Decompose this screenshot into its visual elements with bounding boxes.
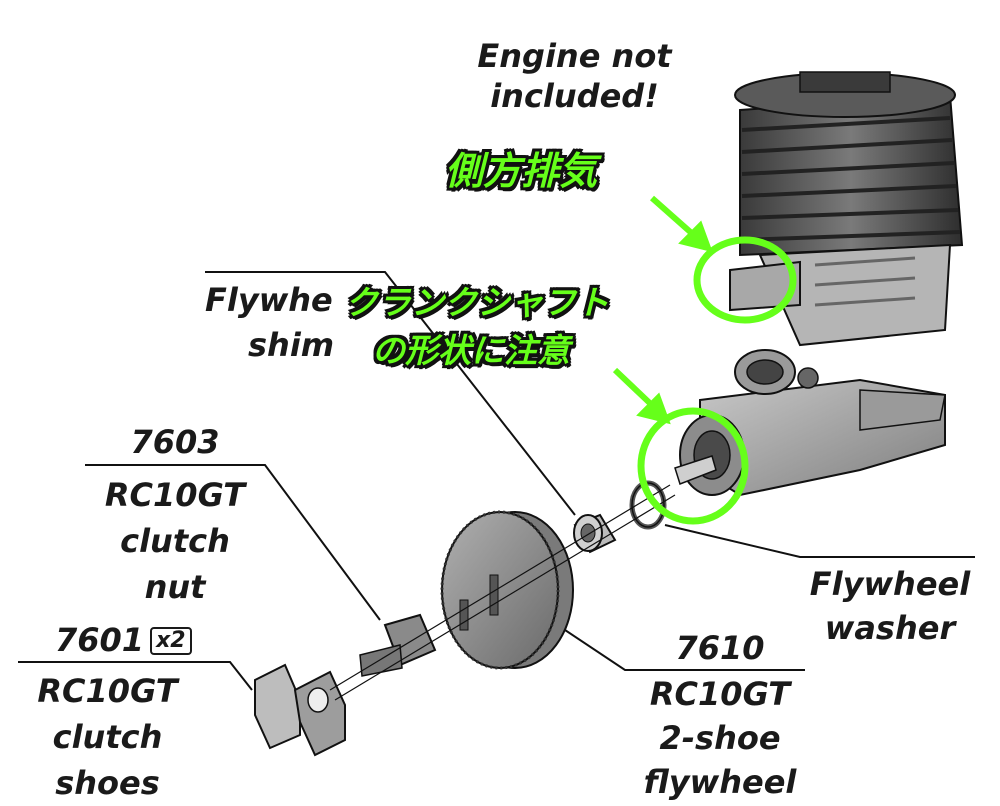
clutch-nut-line-1: RC10GT [104,476,246,514]
clutch-nut [359,613,437,677]
flywheel-description: RC10GT 2-shoe flywheel [620,672,820,804]
side-exhaust-callout: 側方排気 [445,149,598,193]
engine-note-line-2: included! [490,77,659,115]
flywheel-line-3: flywheel [643,763,797,801]
clutch-shoes-line-3: shoes [55,764,160,802]
flywheel-washer [629,480,667,530]
flywheel-washer-label: Flywheel washer [790,562,990,650]
clutch-shoes-line-2: clutch [52,718,163,756]
highlight-circles [637,236,797,525]
clutch-shoes [254,663,346,757]
flywheel-line-2: 2-shoe [659,719,781,757]
clutch-nut-description: RC10GT clutch nut [85,472,265,610]
clutch-shoes-part-no: 7601 [55,621,145,659]
engine [674,71,964,497]
clutch-shoes-description: RC10GT clutch shoes [15,668,200,806]
flywheel-line-1: RC10GT [649,675,791,713]
clutch-nut-line-2: clutch [120,522,230,560]
clutch-nut-part-number: 7603 [130,423,220,461]
engine-note: Engine not included! [462,36,687,116]
clutch-nut-line-3: nut [144,568,206,606]
flywheel-shim-label-line-1: Flywhe [205,281,333,319]
engine-note-line-1: Engine not [477,37,672,75]
clutch-shoes-line-1: RC10GT [37,672,178,710]
flywheel [440,510,574,670]
flywheel-washer-line-1: Flywheel [809,565,971,603]
crankshaft-callout-line-2: の形状に注意 [372,331,570,370]
flywheel-part-number: 7610 [675,629,765,667]
flywheel-washer-line-2: washer [824,609,956,647]
flywheel-shim-label-line-2: shim [248,326,335,364]
highlight-arrows [612,195,713,425]
quantity-badge: x2 [150,627,192,655]
flywheel-shim [573,513,617,554]
assembly-axis [329,484,676,701]
crankshaft-callout-line-1: クランクシャフト [345,283,609,322]
leader-lines [18,271,975,691]
